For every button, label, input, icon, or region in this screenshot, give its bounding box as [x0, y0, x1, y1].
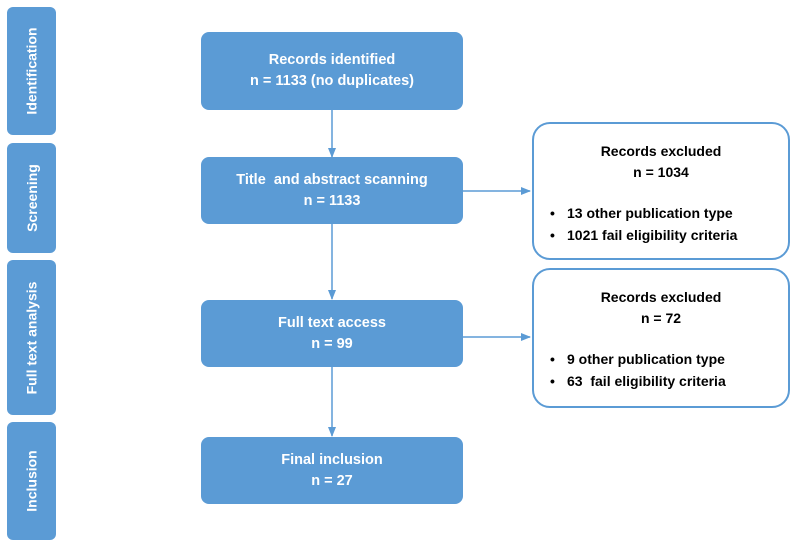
box-count: n = 99 — [311, 335, 353, 352]
stage-identification: Identification — [7, 7, 56, 135]
excluded-count: n = 1034 — [633, 164, 689, 180]
box-count: n = 1133 — [303, 192, 361, 209]
excluded-reasons-list: 9 other publication type 63 fail eligibi… — [550, 348, 726, 392]
excluded-fulltext-box: Records excluded n = 72 9 other publicat… — [532, 268, 790, 408]
box-title: Records identified — [268, 52, 396, 68]
box-title: Full text access — [278, 314, 386, 331]
box-title: Title and abstract scanning — [236, 171, 428, 188]
excluded-title: Records excluded — [600, 289, 722, 305]
stage-inclusion: Inclusion — [7, 422, 56, 540]
box-title: Final inclusion — [281, 451, 383, 468]
excluded-reason: 63 fail eligibility criteria — [550, 370, 726, 392]
excluded-reason: 9 other publication type — [550, 348, 726, 370]
excluded-title: Records excluded — [600, 143, 722, 159]
final-inclusion-box: Final inclusion n = 27 — [201, 437, 463, 504]
excluded-reason: 1021 fail eligibility criteria — [550, 224, 737, 246]
box-count: n = 27 — [311, 472, 353, 489]
box-count: n = 1133 (no duplicates) — [250, 73, 414, 89]
excluded-reasons-list: 13 other publication type 1021 fail elig… — [550, 202, 737, 246]
excluded-screening-box: Records excluded n = 1034 13 other publi… — [532, 122, 790, 260]
stage-screening: Screening — [7, 143, 56, 253]
screening-box: Title and abstract scanning n = 1133 — [201, 157, 463, 224]
excluded-count: n = 72 — [640, 310, 682, 326]
records-identified-box: Records identified n = 1133 (no duplicat… — [201, 32, 463, 110]
full-text-access-box: Full text access n = 99 — [201, 300, 463, 367]
excluded-reason: 13 other publication type — [550, 202, 737, 224]
stage-full-text-analysis: Full text analysis — [7, 260, 56, 415]
